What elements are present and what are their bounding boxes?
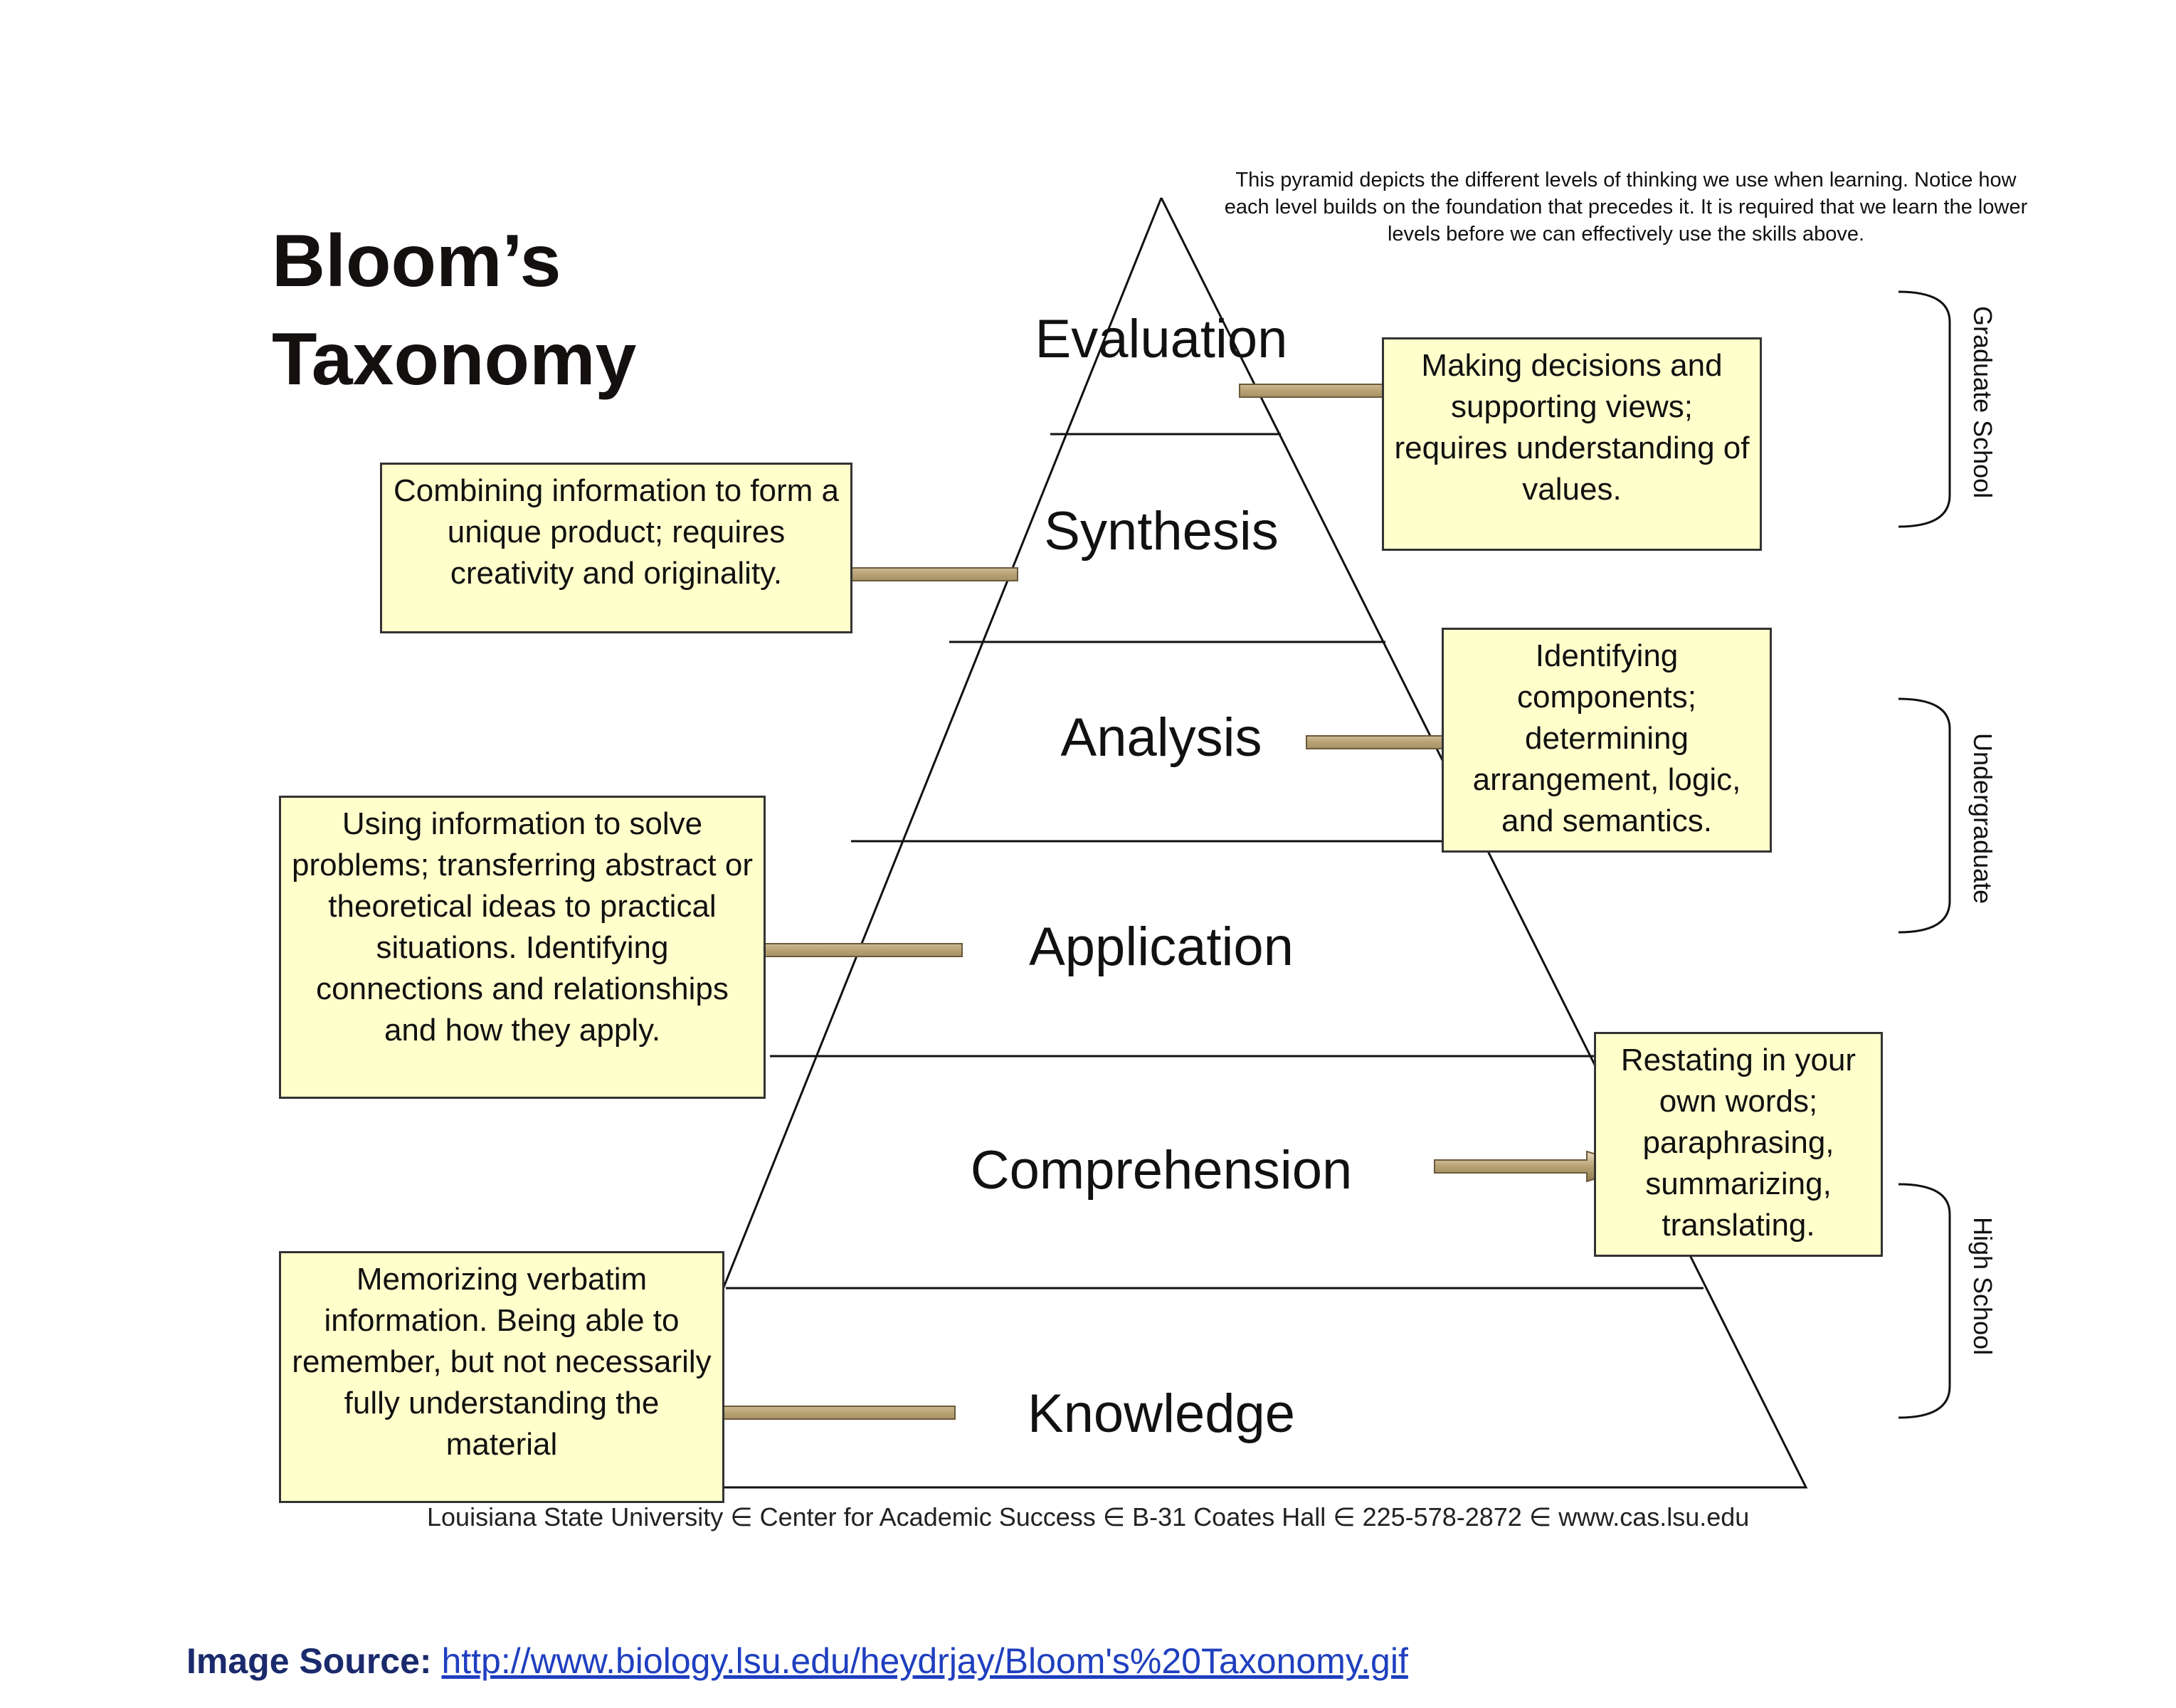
title-line-2: Taxonomy [272, 318, 637, 401]
bracket-label-graduate-school: Graduate School [1968, 306, 1997, 499]
description-box-evaluation: Making decisions and supporting views; r… [1382, 337, 1762, 551]
image-source-link[interactable]: http://www.biology.lsu.edu/heydrjay/Bloo… [441, 1641, 1408, 1681]
level-label-knowledge: Knowledge [1027, 1383, 1296, 1444]
description-box-synthesis: Combining information to form a unique p… [380, 463, 852, 633]
title-line-1: Bloom’s [272, 220, 561, 302]
footer-text: Louisiana State University ∈ Center for … [427, 1502, 1750, 1532]
image-source: Image Source: http://www.biology.lsu.edu… [186, 1640, 1408, 1682]
description-box-application: Using information to solve problems; tra… [279, 796, 766, 1099]
intro-text: This pyramid depicts the different level… [1224, 169, 2028, 246]
description-box-comprehension: Restating in your own words; paraphrasin… [1594, 1032, 1883, 1257]
level-label-comprehension: Comprehension [970, 1140, 1353, 1201]
level-label-evaluation: Evaluation [1035, 309, 1288, 369]
bracket-high-school [1898, 1183, 1951, 1419]
bracket-label-high-school: High School [1968, 1217, 1997, 1356]
image-source-label: Image Source: [186, 1641, 432, 1681]
level-label-synthesis: Synthesis [1044, 501, 1279, 562]
level-label-analysis: Analysis [1060, 707, 1262, 768]
description-box-analysis: Identifying components; determining arra… [1442, 628, 1772, 853]
bracket-label-undergraduate: Undergraduate [1968, 733, 1997, 905]
bracket-graduate-school [1898, 290, 1951, 528]
description-box-knowledge: Memorizing verbatim information. Being a… [279, 1251, 724, 1503]
level-label-application: Application [1029, 917, 1294, 977]
bracket-undergraduate [1898, 697, 1951, 934]
